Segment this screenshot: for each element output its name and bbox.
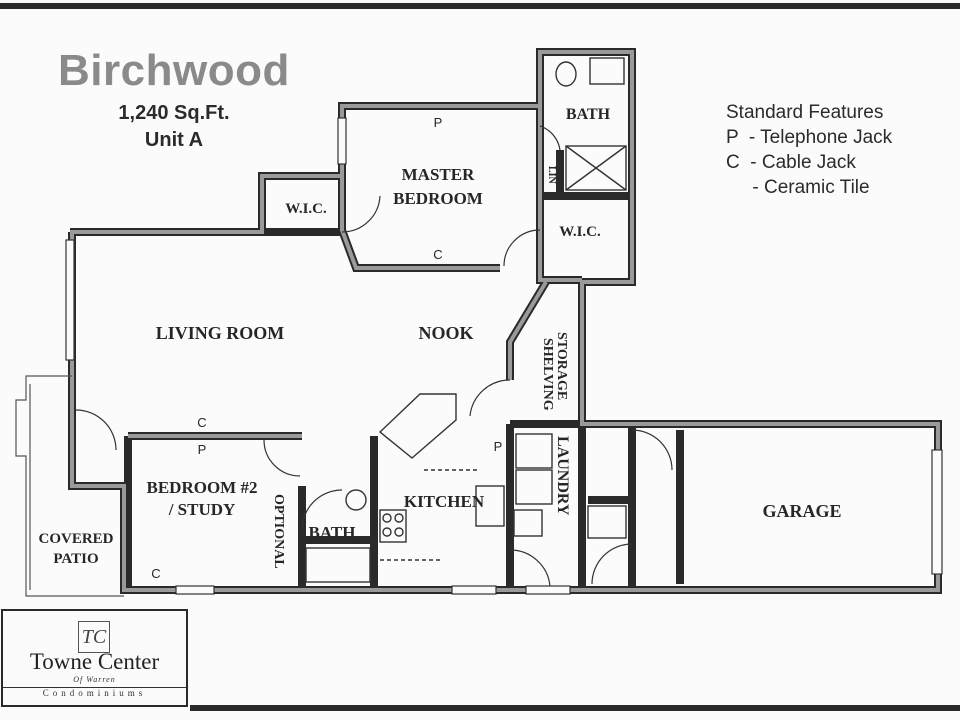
master-shower bbox=[565, 145, 627, 191]
master-toilet bbox=[555, 61, 577, 87]
refrigerator bbox=[475, 485, 505, 527]
door-swing-bath bbox=[301, 489, 343, 531]
master-sink bbox=[589, 57, 625, 85]
door-swing-patio bbox=[75, 409, 117, 451]
square-footage: 1,240 Sq.Ft. bbox=[118, 102, 230, 124]
label-lin: LIN bbox=[546, 166, 557, 185]
label-bedroom2-2: / STUDY bbox=[168, 500, 236, 519]
label-garage: GARAGE bbox=[762, 501, 841, 521]
label-bedroom2-1: BEDROOM #2 bbox=[147, 478, 258, 497]
kitchen-island bbox=[378, 393, 457, 459]
covered-patio-outline bbox=[15, 375, 124, 597]
windows bbox=[65, 117, 943, 595]
bottom-border-rule bbox=[190, 705, 960, 711]
washer bbox=[515, 433, 553, 469]
window-kitchen-2 bbox=[525, 585, 571, 595]
door-swing-bath-master bbox=[539, 125, 561, 151]
label-bath-hall: BATH bbox=[309, 523, 356, 542]
label-living-room: LIVING ROOM bbox=[156, 323, 285, 343]
window-bedroom2 bbox=[175, 585, 215, 595]
legend-item-tile: - Ceramic Tile bbox=[726, 177, 870, 198]
hall-toilet bbox=[345, 489, 367, 511]
label-kitchen: KITCHEN bbox=[404, 492, 485, 511]
label-master-bedroom-2: BEDROOM bbox=[393, 189, 483, 208]
door-swing-garage bbox=[631, 429, 673, 471]
label-covered-patio-2: PATIO bbox=[53, 551, 98, 567]
door-swing-master bbox=[503, 229, 541, 267]
logo-tagline: Condominiums bbox=[3, 687, 186, 698]
label-laundry: LAUNDRY bbox=[554, 436, 571, 516]
label-wic-right: W.I.C. bbox=[559, 224, 601, 240]
unit-label: Unit A bbox=[144, 129, 204, 151]
window-garage bbox=[931, 449, 943, 575]
jack-phone-master: P bbox=[434, 115, 443, 130]
door-swing-storage bbox=[469, 379, 511, 417]
label-master-bedroom-1: MASTER bbox=[402, 165, 475, 184]
jack-cable-living: C bbox=[197, 415, 206, 430]
jack-cable-master: C bbox=[433, 247, 442, 262]
kitchen-range bbox=[379, 509, 407, 543]
logo-name: Towne Center bbox=[29, 649, 160, 674]
jack-phone-bed2: P bbox=[198, 442, 207, 457]
jack-markers: P C C P C P bbox=[151, 115, 502, 581]
legend-item-cable: C - Cable Jack bbox=[726, 152, 856, 173]
window-living bbox=[65, 239, 75, 361]
label-storage: STORAGE bbox=[554, 332, 569, 400]
door-swing-utility bbox=[591, 543, 633, 585]
legend-item-telephone: P - Telephone Jack bbox=[726, 127, 893, 148]
legend-title: Standard Features bbox=[726, 102, 884, 123]
water-heater bbox=[587, 505, 627, 539]
label-shelving: SHELVING bbox=[540, 338, 555, 411]
label-bath-master: BATH bbox=[566, 106, 611, 123]
door-swings bbox=[75, 125, 673, 587]
laundry-sink bbox=[513, 509, 543, 537]
fixtures bbox=[305, 57, 627, 583]
top-border-rule bbox=[0, 3, 960, 9]
features-legend: Standard Features P - Telephone Jack C -… bbox=[726, 100, 892, 200]
logo-subtitle: Of Warren bbox=[73, 675, 116, 684]
door-swing-laundry bbox=[509, 549, 551, 587]
walls-fill bbox=[70, 50, 940, 592]
jack-phone-kitchen: P bbox=[494, 439, 503, 454]
door-swing-bedroom2 bbox=[263, 439, 301, 477]
label-covered-patio-1: COVERED bbox=[38, 531, 113, 547]
plan-subtitle: 1,240 Sq.Ft. Unit A bbox=[84, 100, 264, 154]
jack-cable-bed2: C bbox=[151, 566, 160, 581]
door-swing-wic-left bbox=[341, 195, 381, 233]
plan-name: Birchwood bbox=[58, 46, 290, 95]
window-kitchen-1 bbox=[451, 585, 497, 595]
dryer bbox=[515, 469, 553, 505]
hall-tub bbox=[305, 547, 371, 583]
towne-center-logo: TC Towne Center Of Warren Condominiums bbox=[1, 609, 188, 707]
window-master bbox=[337, 117, 347, 165]
logo-monogram: TC bbox=[78, 621, 110, 653]
label-wic-left: W.I.C. bbox=[285, 201, 327, 217]
room-labels: MASTER BEDROOM BATH W.I.C. W.I.C. LIN LI… bbox=[38, 106, 841, 569]
label-nook: NOOK bbox=[418, 323, 473, 343]
label-optional: OPTIONAL bbox=[271, 494, 286, 569]
